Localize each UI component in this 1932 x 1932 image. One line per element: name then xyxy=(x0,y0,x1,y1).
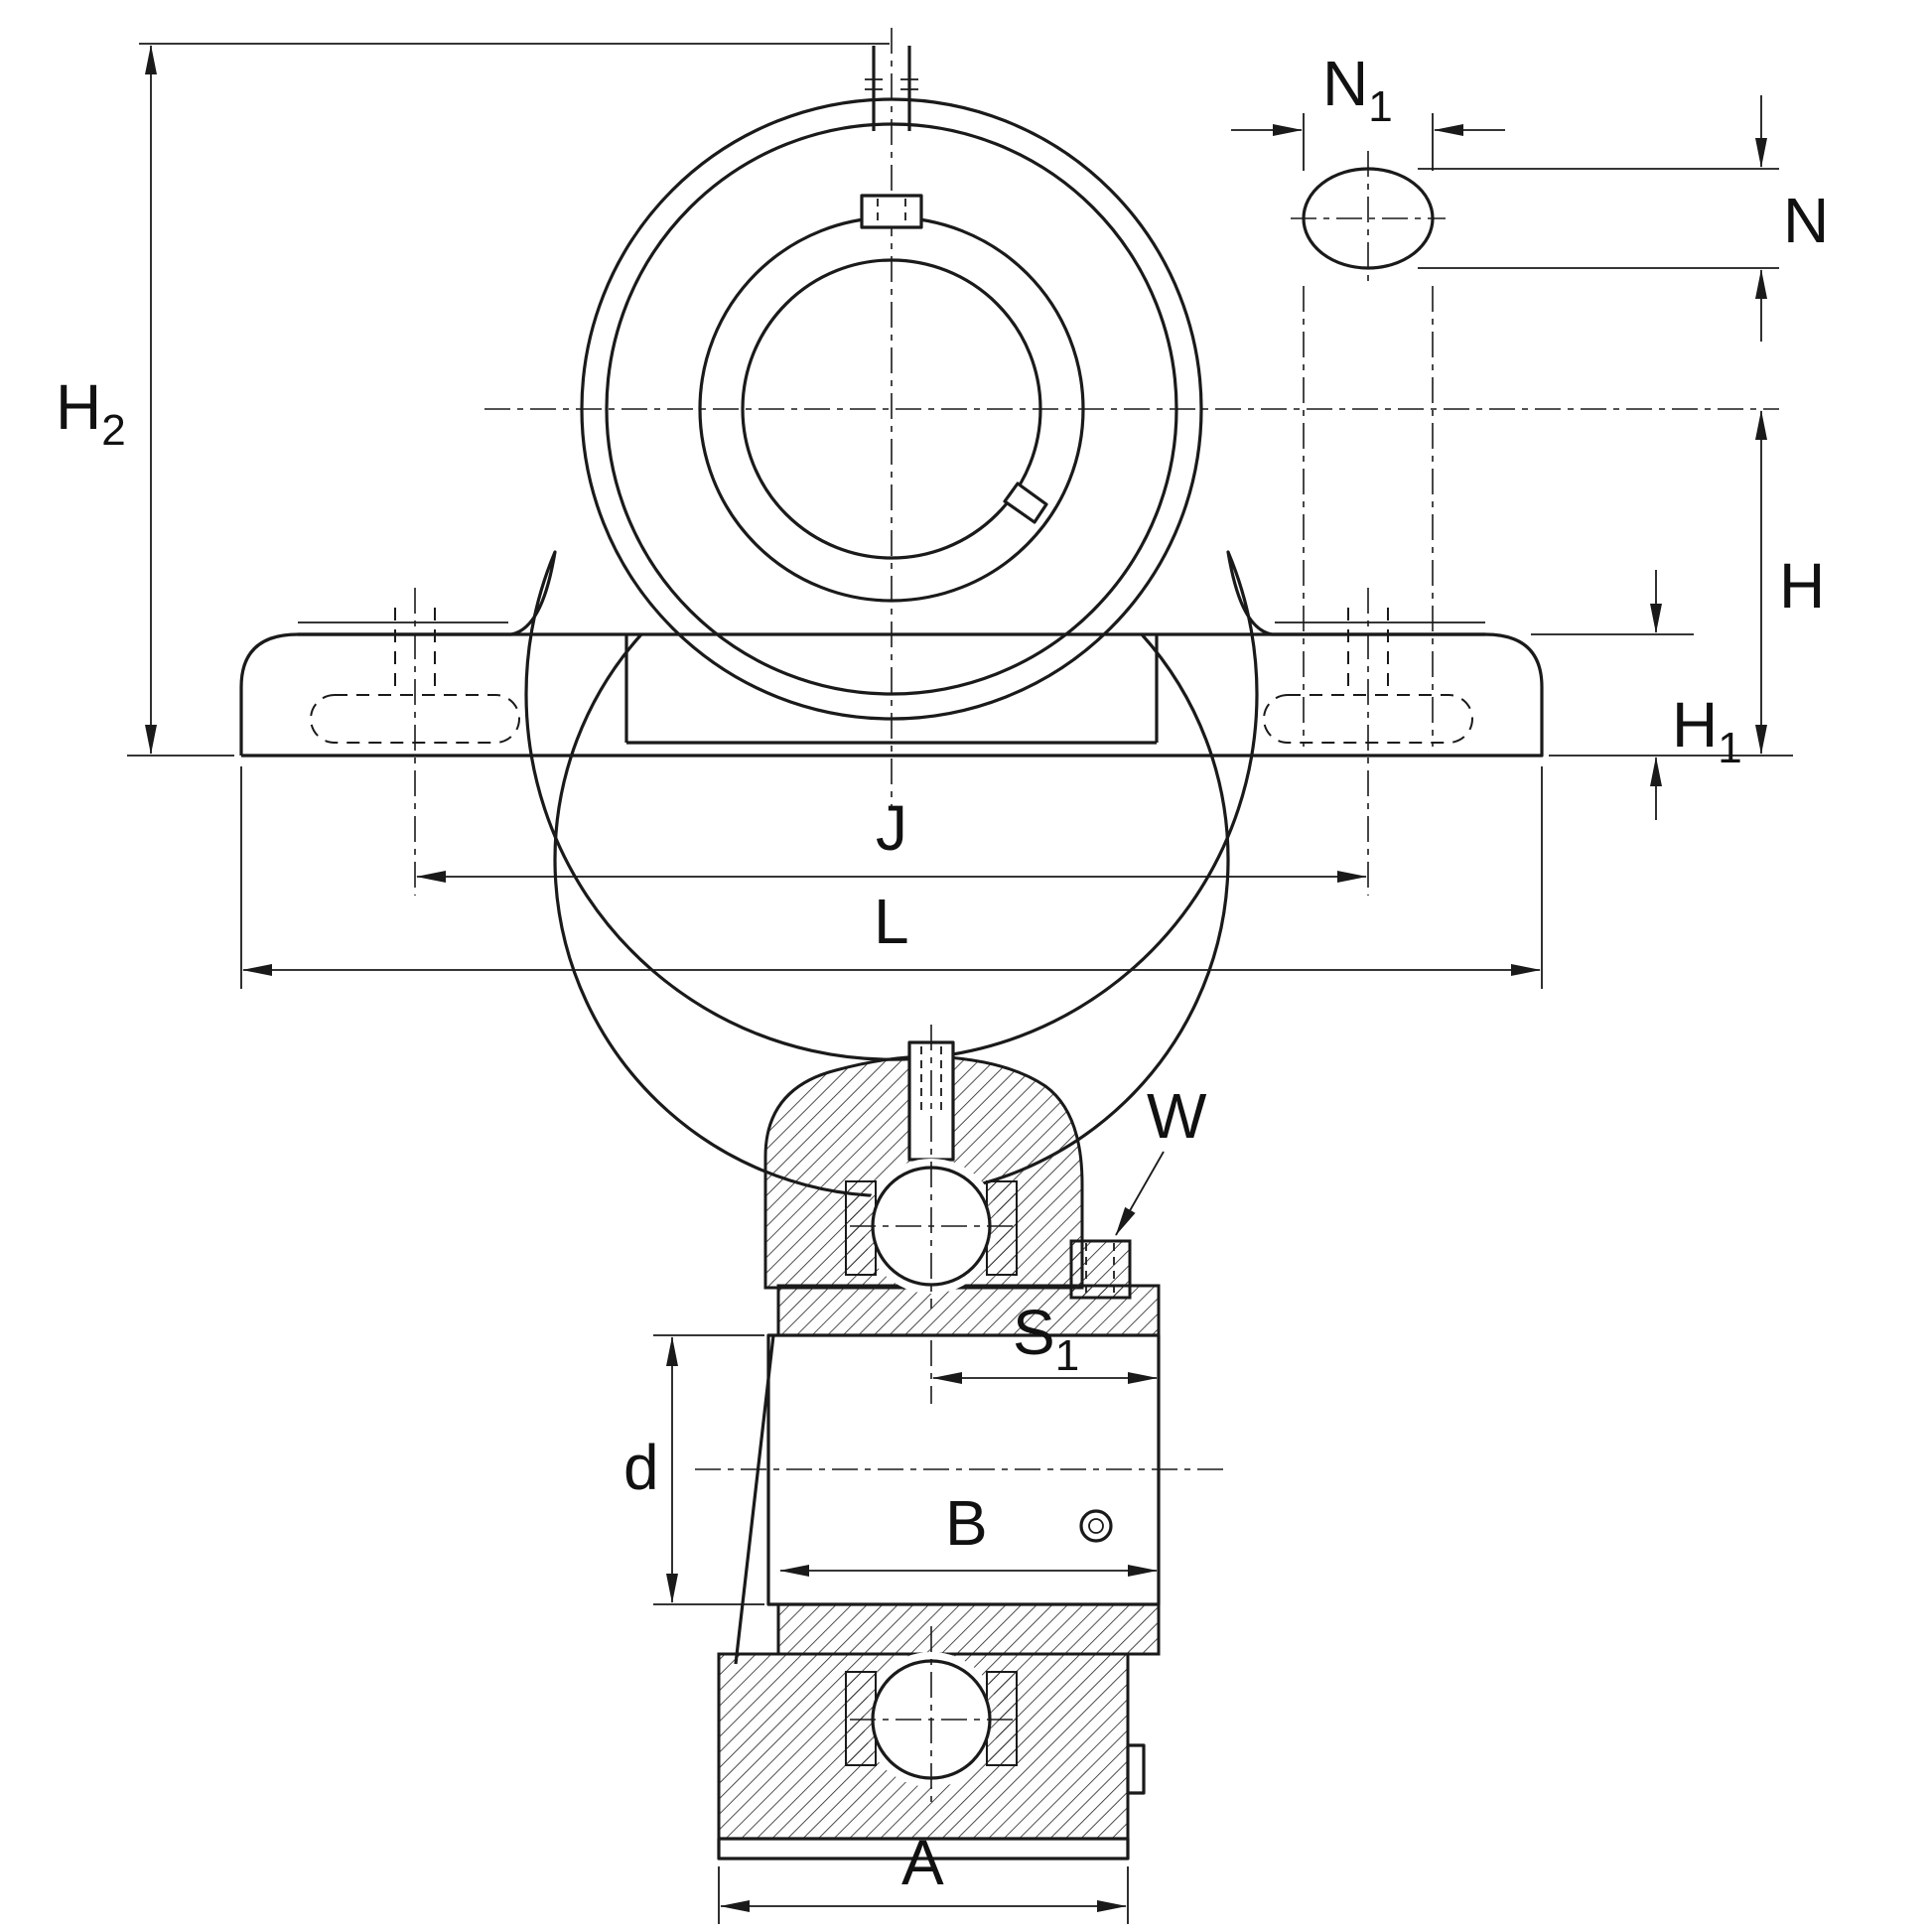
dimension-n: N xyxy=(1418,95,1829,342)
w-leader-line xyxy=(1115,1151,1165,1236)
base-notch xyxy=(1126,1743,1146,1795)
base-bottom-plate xyxy=(717,1837,1130,1861)
dimension-d: d xyxy=(623,1334,764,1605)
n1-label: N1 xyxy=(1322,48,1393,131)
oil-hole-inner xyxy=(1088,1518,1104,1534)
bearing-outer-ring-circle xyxy=(605,122,1178,696)
bearing-seat-circle xyxy=(580,97,1203,721)
dimension-h: H xyxy=(1549,410,1825,757)
shaft-bore-circle xyxy=(741,258,1042,560)
dimension-l: L xyxy=(240,766,1543,989)
j-label: J xyxy=(876,792,907,864)
dimension-h2: H2 xyxy=(56,43,890,757)
n-label: N xyxy=(1783,185,1829,256)
setscrew xyxy=(1069,1239,1132,1300)
oil-hole xyxy=(1079,1509,1113,1543)
front-view xyxy=(239,28,1779,1198)
dimension-n1: N1 xyxy=(1231,48,1505,171)
shaft-body xyxy=(766,1333,1161,1606)
s1-label: S1 xyxy=(1013,1297,1079,1380)
h-label: H xyxy=(1779,550,1825,621)
dimension-s1: S1 xyxy=(932,1297,1158,1384)
dimension-w: W xyxy=(1115,1080,1207,1236)
w-label: W xyxy=(1147,1080,1207,1152)
cap-boss xyxy=(860,194,923,229)
housing-contour-line xyxy=(734,1334,775,1665)
dimension-a: A xyxy=(718,1827,1129,1924)
bolt-slot-hidden-right xyxy=(1263,694,1473,744)
seal-bottom-left xyxy=(845,1671,877,1766)
a-label: A xyxy=(901,1827,944,1898)
slot-detail-oval xyxy=(1302,167,1435,270)
inner-ring-bottom-section xyxy=(776,1602,1161,1656)
b-label: B xyxy=(945,1487,988,1559)
side-view xyxy=(695,1025,1226,1861)
dimension-b: B xyxy=(779,1487,1158,1577)
bolt-slot-hidden-left xyxy=(310,694,520,744)
h1-label: H1 xyxy=(1672,689,1742,772)
dimension-j: J xyxy=(416,792,1367,883)
dimension-h1: H1 xyxy=(1531,570,1742,820)
h2-label: H2 xyxy=(56,371,126,455)
l-label: L xyxy=(874,886,909,957)
seal-top-left xyxy=(845,1180,877,1276)
d-label: d xyxy=(623,1432,659,1503)
locking-tab xyxy=(1003,482,1048,524)
seal-bottom-right xyxy=(986,1671,1018,1766)
